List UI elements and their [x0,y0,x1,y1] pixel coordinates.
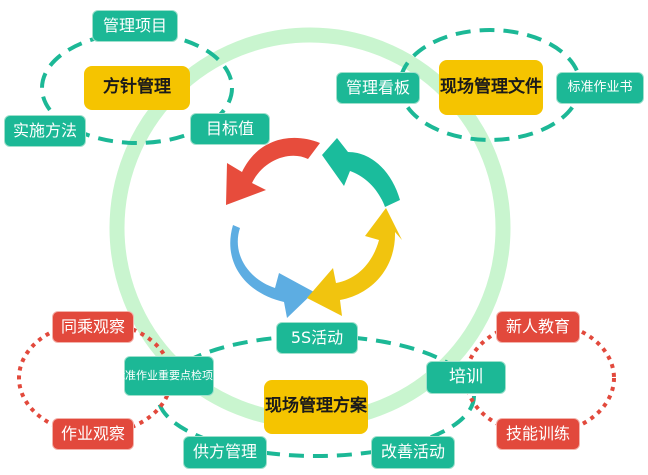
cycle-arrow-yellow [307,208,402,316]
node-training: 培训 [426,361,506,394]
node-management-items: 管理项目 [92,10,178,42]
node-new-employee-education: 新人教育 [496,311,580,343]
node-standard-work-book: 标准作业书 [556,72,644,104]
node-standard-work-checkpoints: 标准作业 重要点检项目 [114,356,224,396]
node-policy-management: 方针管理 [84,66,190,110]
node-site-management-file: 现场管理 文件 [439,60,543,115]
node-ride-along-observation: 同乘观察 [52,311,134,343]
node-5s-activity: 5S活动 [276,322,358,354]
cycle-arrow-blue [230,225,314,318]
cycle-arrows-icon [226,137,402,318]
node-standard-work-checkpoints-line2: 重要点检项目 [158,369,224,383]
policy-group-ellipse [40,31,234,145]
node-work-observation: 作业观察 [52,418,134,450]
node-site-management-file-line1: 现场管理 [440,76,508,97]
node-standard-work-checkpoints-line1: 标准作业 [114,369,158,383]
node-implementation-method: 实施方法 [4,115,86,147]
node-management-board: 管理看板 [336,72,420,104]
cycle-arrow-red [226,137,320,205]
node-site-management-plan-line1: 现场管理 [265,396,333,417]
cycle-arrow-green [322,138,400,207]
node-target-value: 目标值 [190,113,270,145]
node-site-management-plan-line2: 方案 [333,396,367,417]
node-site-management-plan: 现场管理 方案 [264,380,368,434]
node-improvement-activity: 改善活动 [371,436,455,469]
node-site-management-file-line2: 文件 [508,76,542,97]
node-supplier-management: 供方管理 [183,436,267,469]
node-skill-training: 技能训练 [496,418,580,450]
